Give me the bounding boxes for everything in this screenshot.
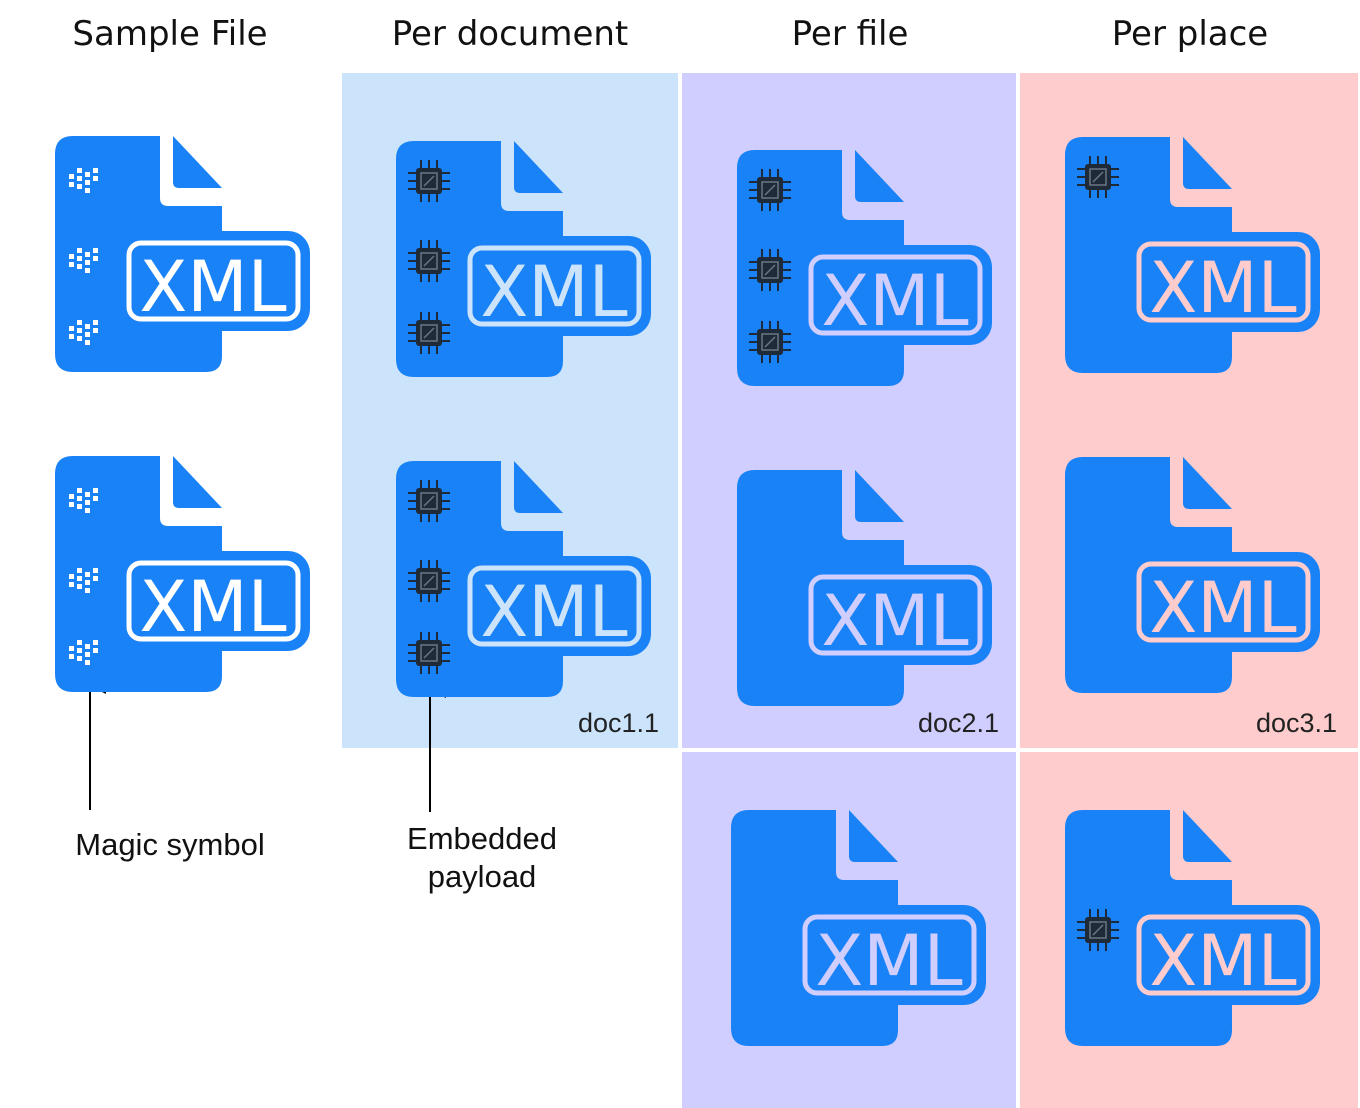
column-title-sample-file: Sample File: [72, 14, 268, 54]
xml-label: XML: [1149, 567, 1296, 649]
xml-label: XML: [139, 246, 286, 328]
xml-label: XML: [1149, 920, 1296, 1002]
magic-symbol-icon: [69, 568, 98, 593]
payload-chip-icon: [749, 249, 791, 291]
payload-chip-icon: [408, 240, 450, 282]
payload-chip-icon: [749, 321, 791, 363]
xml-label: XML: [815, 920, 962, 1002]
annotation-embedded-payload-line1: Embedded: [407, 821, 557, 856]
xml-label: XML: [1149, 247, 1296, 329]
payload-chip-icon: [408, 160, 450, 202]
per-place-icon-3: XML: [1065, 810, 1320, 1046]
payload-chip-icon: [408, 560, 450, 602]
per-file-icon-2: XML: [737, 470, 992, 706]
per-place-icon-2: XML: [1065, 457, 1320, 693]
doc-label-doc1-1: doc1.1: [578, 708, 660, 738]
xml-label: XML: [821, 260, 968, 342]
payload-chip-icon: [749, 169, 791, 211]
payload-chip-icon: [1077, 156, 1119, 198]
column-title-per-document: Per document: [391, 14, 629, 54]
annotation-embedded-payload-line2: payload: [427, 859, 537, 894]
xml-label: XML: [821, 580, 968, 662]
column-title-per-file: Per file: [791, 14, 909, 54]
xml-label: XML: [480, 571, 627, 653]
payload-chip-icon: [408, 632, 450, 674]
payload-chip-icon: [1077, 909, 1119, 951]
doc-label-doc3-1: doc3.1: [1256, 708, 1338, 738]
magic-symbol-icon: [69, 488, 98, 513]
magic-symbol-icon: [69, 640, 98, 665]
payload-chip-icon: [408, 480, 450, 522]
sample-file-icon-1: XML: [55, 136, 310, 372]
per-place-icon-1: XML: [1065, 137, 1320, 373]
per-document-icon-1: XML: [396, 141, 651, 377]
annotation-magic-symbol: Magic symbol: [75, 827, 265, 862]
magic-symbol-icon: [69, 168, 98, 193]
xml-label: XML: [480, 251, 627, 333]
per-file-icon-3: XML: [731, 810, 986, 1046]
per-document-icon-2: XML: [396, 461, 651, 697]
xml-label: XML: [139, 566, 286, 648]
column-title-per-place: Per place: [1111, 14, 1269, 54]
magic-symbol-icon: [69, 320, 98, 345]
doc-label-doc2-1: doc2.1: [918, 708, 1000, 738]
magic-symbol-icon: [69, 248, 98, 273]
payload-chip-icon: [408, 312, 450, 354]
sample-file-icon-2: XML: [55, 456, 310, 692]
per-file-icon-1: XML: [737, 150, 992, 386]
